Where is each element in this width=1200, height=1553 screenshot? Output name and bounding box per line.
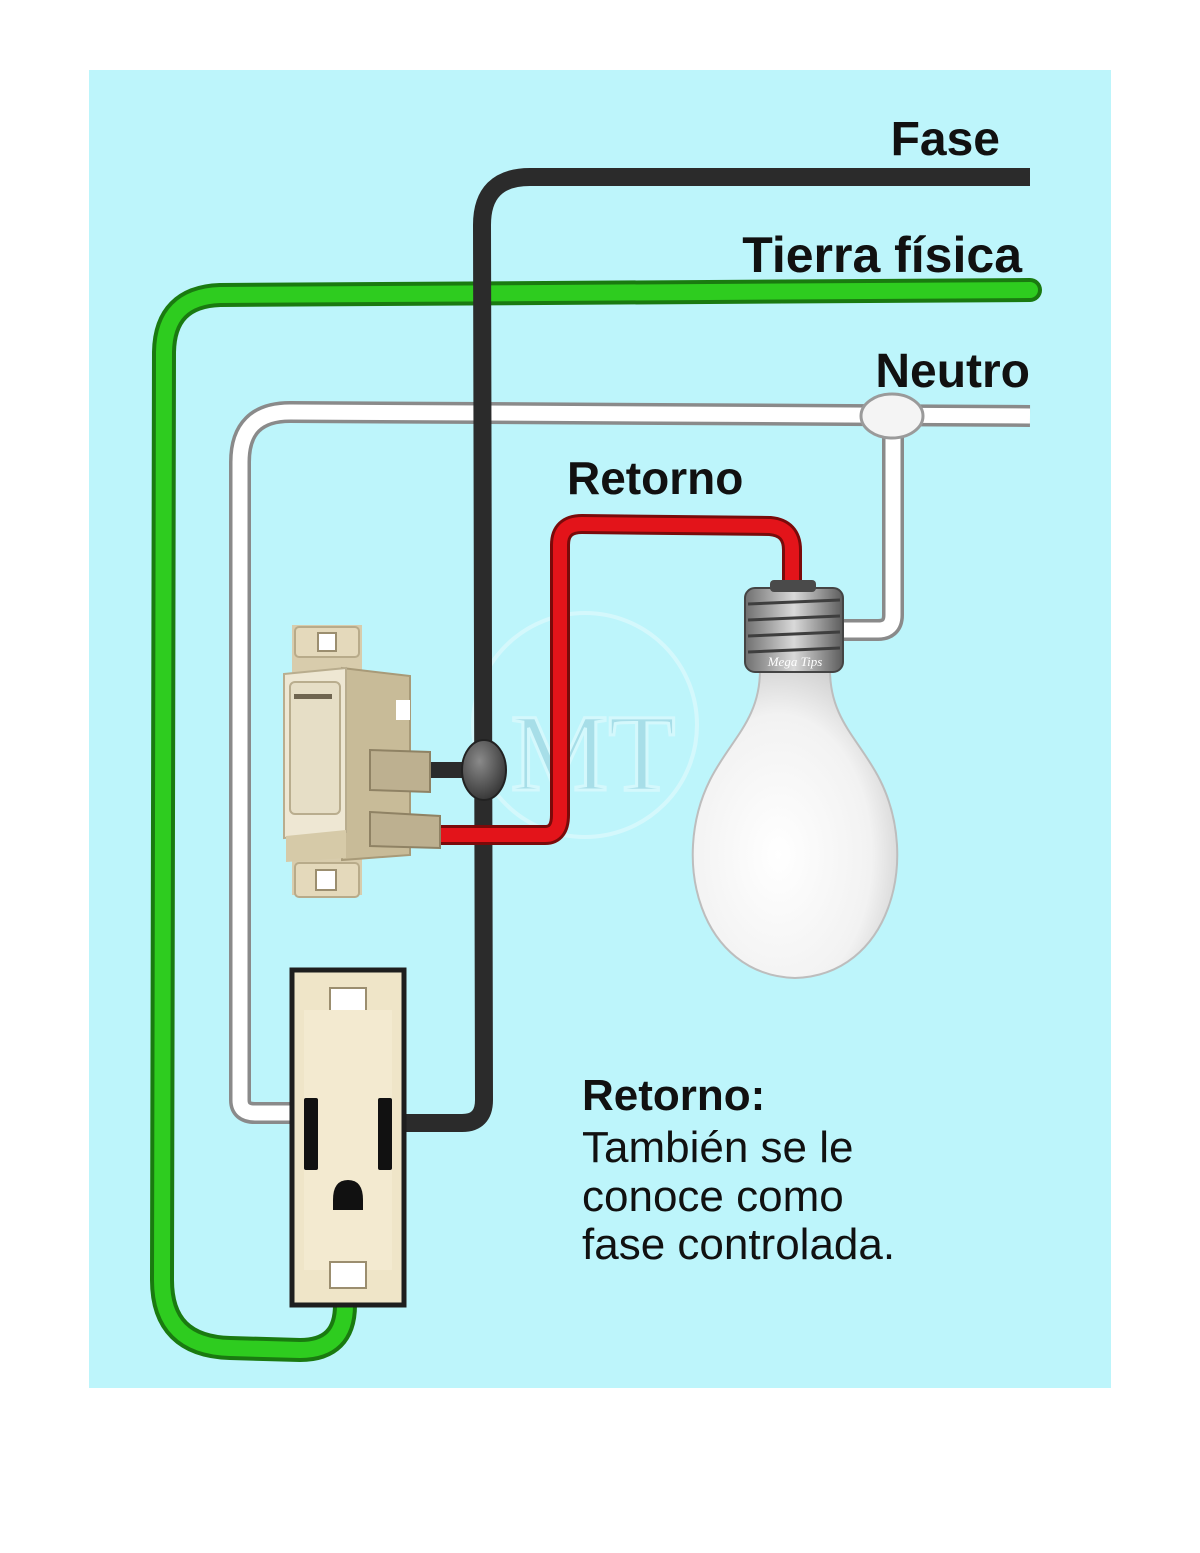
watermark: MT (471, 611, 699, 839)
fase-wire (402, 168, 1030, 1132)
light-bulb: Mega Tips (691, 580, 899, 980)
retorno-label: Retorno (567, 452, 744, 504)
phase-junction (461, 739, 507, 801)
outlet-ground-hole (333, 1180, 363, 1210)
neutro-label: Neutro (875, 345, 1030, 398)
fase-label: Fase (890, 113, 1000, 166)
note-title: Retorno: (582, 1071, 766, 1120)
switch (283, 625, 441, 898)
note-line: fase controlada. (582, 1220, 896, 1270)
switch-toggle (289, 681, 341, 815)
neutral-junction (859, 392, 925, 440)
tierra-fisica-label: Tierra física (742, 227, 1022, 283)
outlet-slot-left (304, 1098, 318, 1170)
outlet-slot-right (378, 1098, 392, 1170)
note-line: También se le (582, 1123, 854, 1173)
watermark-monogram: MT (511, 692, 676, 814)
outlet (289, 967, 407, 1308)
retorno-note: Retorno: También se le conoce como fase … (582, 1071, 896, 1270)
note-line: conoce como (582, 1171, 844, 1221)
neutro-bulb-wire (840, 416, 904, 641)
watermark-brand: Mega Tips (767, 654, 823, 669)
